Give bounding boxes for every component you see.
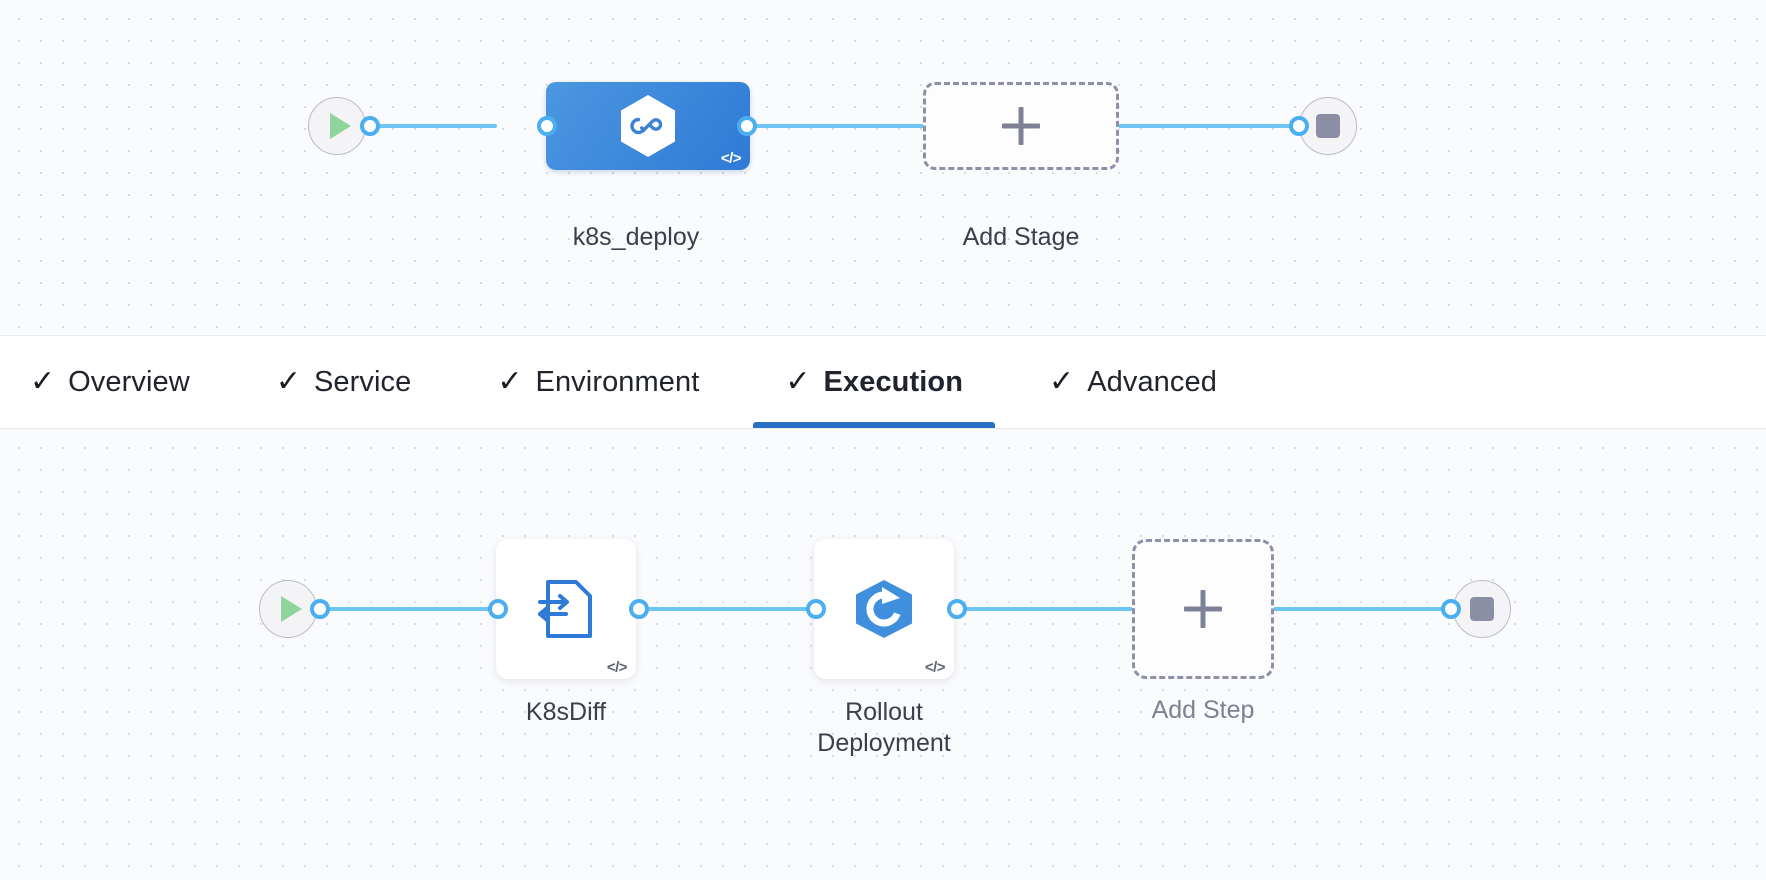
add-stage-label[interactable]: Add Stage (962, 223, 1080, 251)
stage-end-port[interactable] (1289, 116, 1309, 136)
tab-advanced[interactable]: ✓ Advanced (1045, 336, 1221, 428)
k8sdiff-output-port[interactable] (629, 599, 649, 619)
stop-icon (1316, 114, 1340, 138)
plus-icon (1002, 107, 1040, 145)
play-icon (280, 596, 302, 622)
step-end-port[interactable] (1441, 599, 1461, 619)
tab-label: Advanced (1087, 365, 1217, 398)
k8s-diff-document-icon (538, 580, 592, 638)
rollout-deployment-hexagon-icon (856, 580, 912, 638)
add-stage-box[interactable] (923, 82, 1119, 170)
plus-icon (1184, 590, 1222, 628)
step-label-k8sdiff: K8sDiff (525, 698, 607, 726)
stage-code-badge[interactable]: </> (720, 150, 742, 167)
tab-overview[interactable]: ✓ Overview (26, 336, 194, 428)
stage-node-k8s-deploy[interactable]: </> (546, 82, 750, 170)
add-step-box[interactable] (1132, 539, 1274, 679)
step-node-rollout-deployment[interactable]: </> (814, 539, 954, 679)
tab-label: Execution (823, 365, 964, 398)
end-terminal-circle (1453, 580, 1511, 638)
step-node-k8sdiff[interactable]: </> (496, 539, 636, 679)
tab-service[interactable]: ✓ Service (272, 336, 416, 428)
stage-canvas[interactable]: </> k8s_deploy Add Stage (0, 0, 1766, 336)
step-code-badge[interactable]: </> (924, 659, 946, 676)
step-node-body[interactable]: </> (814, 539, 954, 679)
tab-execution[interactable]: ✓ Execution (753, 336, 995, 428)
harness-hexagon-infinity-icon (621, 95, 675, 157)
edge-add-step-to-end (1272, 607, 1457, 611)
edge-add-stage-to-end (1118, 124, 1302, 128)
check-icon: ✓ (1049, 365, 1075, 398)
add-stage-node[interactable] (923, 82, 1119, 170)
k8sdiff-input-port[interactable] (488, 599, 508, 619)
play-icon (329, 113, 351, 139)
stage-start-port[interactable] (360, 116, 380, 136)
edge-start-to-stage (337, 124, 497, 128)
tab-environment[interactable]: ✓ Environment (493, 336, 703, 428)
stage-node-label: k8s_deploy (572, 223, 700, 251)
stage-node-body[interactable]: </> (546, 82, 750, 170)
check-icon: ✓ (497, 365, 523, 398)
check-icon: ✓ (30, 365, 56, 398)
step-node-body[interactable]: </> (496, 539, 636, 679)
stage-graph: </> k8s_deploy Add Stage (0, 0, 1766, 335)
step-end-node[interactable] (1453, 580, 1511, 638)
stage-node-output-port[interactable] (737, 116, 757, 136)
step-label-rollout-deployment: Rollout Deployment (817, 698, 951, 757)
stage-config-tabbar: ✓ Overview ✓ Service ✓ Environment ✓ Exe… (0, 336, 1766, 428)
add-step-node[interactable] (1132, 539, 1274, 679)
start-terminal-circle (259, 580, 317, 638)
step-code-badge[interactable]: </> (606, 659, 628, 676)
rollout-output-port[interactable] (947, 599, 967, 619)
edge-rollout-to-add-step (955, 607, 1135, 611)
stage-start-node[interactable] (308, 97, 366, 155)
add-step-label[interactable]: Add Step (1151, 696, 1255, 724)
stage-node-input-port[interactable] (537, 116, 557, 136)
tab-label: Service (313, 365, 412, 398)
step-start-port[interactable] (310, 599, 330, 619)
step-graph: </> K8sDiff </> Roll (0, 429, 1766, 880)
edge-start-to-k8sdiff (288, 607, 510, 611)
rollout-input-port[interactable] (806, 599, 826, 619)
check-icon: ✓ (785, 365, 811, 398)
step-start-node[interactable] (259, 580, 317, 638)
tab-label: Overview (68, 365, 190, 398)
edge-stage-to-add-stage (745, 124, 925, 128)
stop-icon (1470, 597, 1494, 621)
execution-steps-canvas[interactable]: </> K8sDiff </> Roll (0, 428, 1766, 880)
start-terminal-circle (308, 97, 366, 155)
check-icon: ✓ (275, 365, 301, 398)
edge-k8sdiff-to-rollout (637, 607, 817, 611)
tab-label: Environment (535, 365, 700, 398)
